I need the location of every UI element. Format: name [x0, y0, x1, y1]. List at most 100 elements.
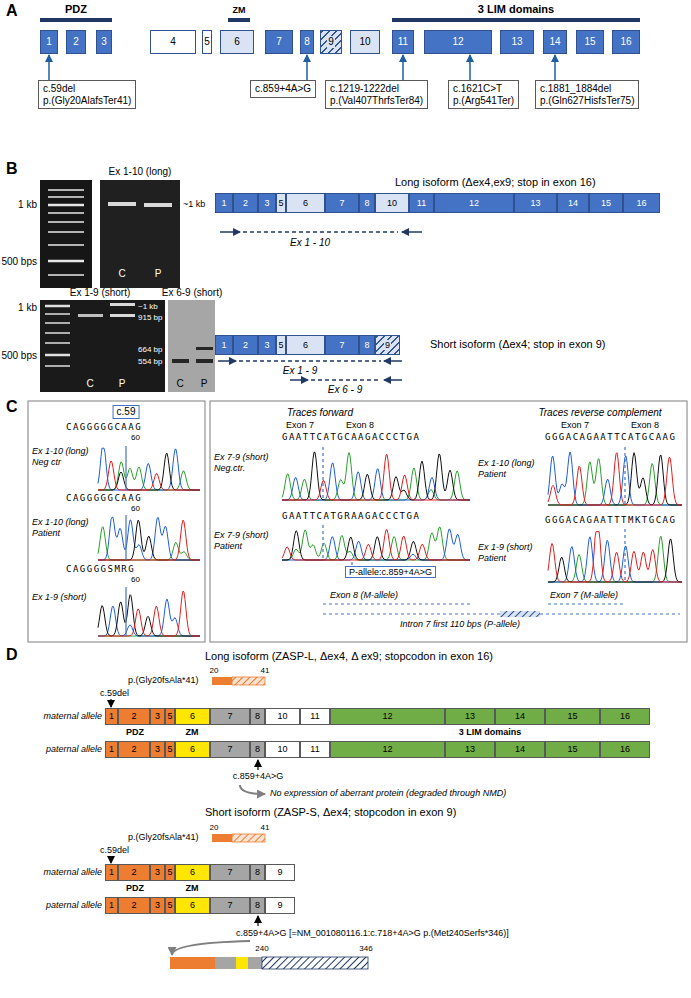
text-label: PDZ: [65, 3, 87, 16]
mutation-arrow: [48, 55, 50, 80]
exon-box: 9: [265, 864, 295, 881]
exon-box: 5: [276, 193, 286, 213]
sequence-text: CAGGGGGCAAG: [66, 493, 142, 503]
ladder-bands: [45, 306, 70, 366]
exon-number: 7: [276, 36, 282, 48]
text-label: Ex 1-10 (long): [478, 458, 535, 468]
text-label: Long isoform (ZASP-L, Δex4, Δ ex9; stopc…: [205, 650, 493, 663]
exon-box: 3: [150, 708, 165, 725]
exon-box: 2: [233, 335, 258, 355]
exon-number: 7: [339, 340, 344, 350]
exon-box: 16: [600, 741, 650, 758]
exon-number: 11: [310, 744, 319, 754]
text-label: Exon 7: [286, 420, 314, 430]
gel-band: [78, 314, 103, 317]
exon-number: 15: [567, 744, 577, 754]
exon-box: 2: [118, 897, 150, 914]
exon-number: 9: [277, 867, 282, 877]
exon-number: 2: [131, 867, 136, 877]
text-label: 500 bps: [1, 350, 37, 362]
exon-box: 5: [165, 741, 175, 758]
leader-line: [351, 562, 352, 565]
exon-box: 13: [514, 193, 557, 213]
text-label: Ex 7-9 (short): [214, 530, 269, 540]
text-label: maternal allele: [43, 711, 102, 721]
exon-box: 3: [96, 30, 112, 54]
text-label: Ex 7-9 (short): [214, 452, 269, 462]
trace-line: [548, 453, 682, 505]
chromatogram-traces: [98, 448, 682, 636]
callout-text: p.(Val407ThrfsTer84): [330, 95, 423, 107]
ladder-bands: [48, 190, 84, 275]
callout-text: c.1219-1222del: [330, 83, 399, 95]
exon-box: 16: [623, 193, 660, 213]
text-label: 41: [261, 823, 270, 832]
exon-number: 1: [221, 198, 226, 208]
exon-box: 6: [286, 193, 325, 213]
trace-line: [98, 527, 200, 560]
exon-box: 7: [265, 30, 293, 54]
exon-number: 7: [227, 744, 232, 754]
exon-number: 11: [310, 711, 319, 721]
panel-letter: B: [6, 160, 18, 178]
exon-number: 5: [167, 900, 172, 910]
protein-bar: [212, 677, 232, 685]
text-label: C: [176, 378, 183, 390]
mutation-callout: c.1219-1222delp.(Val407ThrfsTer84): [325, 80, 428, 109]
text-label: 915 bp: [138, 313, 162, 322]
text-label: ~1 kb: [138, 302, 158, 311]
exon-number: 5: [204, 36, 210, 48]
text-label: 20: [210, 823, 219, 832]
text-label: Patient: [214, 541, 242, 551]
exon-number: 14: [515, 744, 525, 754]
exon-box: 8: [300, 30, 314, 54]
sequence-text: GAATTCATGRAAGACCCTGA: [282, 511, 420, 521]
sequence-text: GAATTCATGCAAGACCCTGA: [282, 432, 420, 442]
exon-box: 12: [434, 193, 514, 213]
mutation-callout: c.1621C>Tp.(Arg541Ter): [448, 80, 519, 109]
text-label: 20: [210, 666, 219, 675]
exon-number: 2: [131, 900, 136, 910]
exon-number: 16: [620, 744, 630, 754]
exon-number: 6: [190, 711, 195, 721]
exon-box: 11: [300, 708, 330, 725]
exon-box: 8: [359, 335, 375, 355]
exon-box: 1: [105, 741, 118, 758]
sequence-text: GGGACAGAATTCATGCAAG: [545, 432, 676, 442]
text-label: Patient: [478, 469, 506, 479]
exon-box: 2: [233, 193, 258, 213]
text-label: C: [118, 268, 125, 280]
exon-box: 5: [202, 30, 212, 54]
protein-bar: [212, 834, 232, 842]
exon-box: 8: [250, 864, 265, 881]
text-label: Intron 7 first 110 bps (P-allele): [400, 619, 520, 629]
exon-number: 5: [167, 711, 172, 721]
text-label: Ex 1-10 (long): [109, 166, 172, 178]
exon-number: 5: [167, 744, 172, 754]
exon-number: 12: [382, 711, 392, 721]
exon-number: 16: [620, 711, 630, 721]
exon-number: 14: [515, 711, 525, 721]
intron-hatch: [500, 611, 540, 617]
sequence-text: CAGGGGGCAAG: [66, 422, 142, 432]
exon-box: 7: [210, 897, 250, 914]
text-label: c.59del: [100, 845, 129, 855]
exon-box: 13: [500, 30, 534, 54]
text-label: 664 bp: [138, 345, 162, 354]
exon-number: 2: [73, 36, 79, 48]
exon-box: 8: [250, 741, 265, 758]
text-label: Exon 8: [346, 420, 374, 430]
exon-box: 14: [495, 708, 545, 725]
exon-box: 11: [300, 741, 330, 758]
text-label: 1 kb: [18, 302, 37, 314]
text-label: 60: [131, 575, 140, 584]
exon-box: 12: [330, 708, 445, 725]
exon-box: 15: [545, 741, 600, 758]
text-label: Ex 6-9 (short): [162, 287, 223, 299]
exon-box: 5: [165, 708, 175, 725]
exon-number: 9: [327, 36, 335, 48]
text-label: Neg.ctr.: [214, 463, 245, 473]
text-label: Traces reverse complement: [538, 407, 661, 419]
trace-line: [282, 527, 470, 560]
